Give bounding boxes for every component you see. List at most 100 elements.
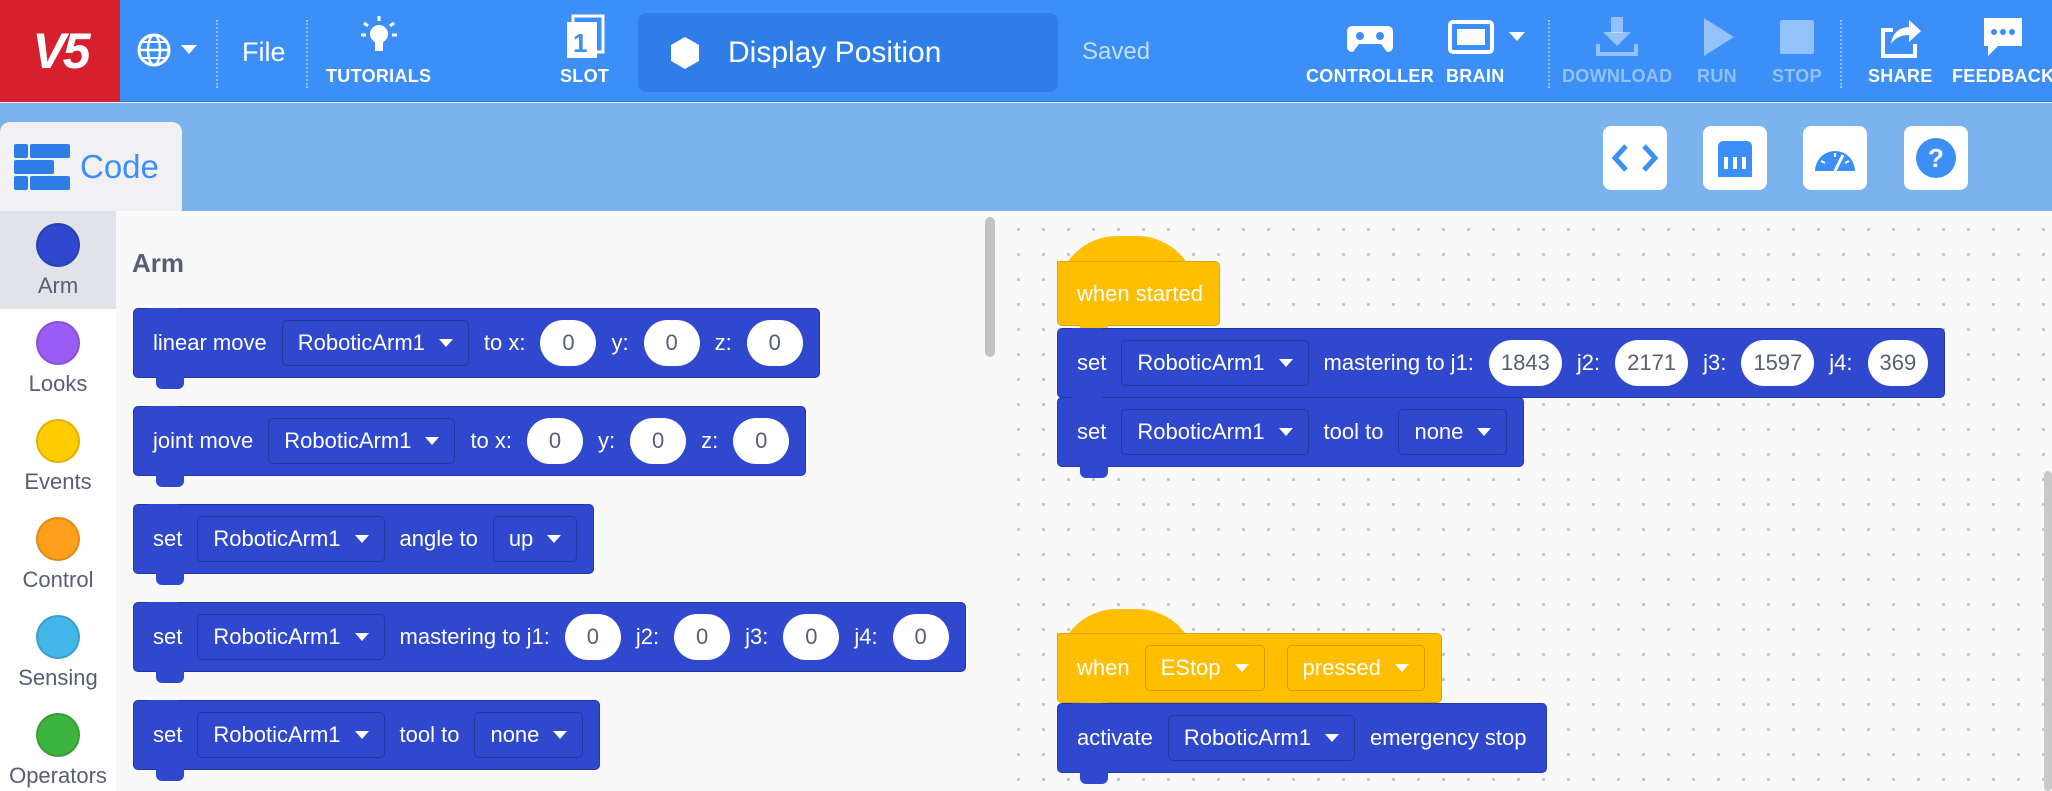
dropdown-caret-icon — [1324, 734, 1339, 742]
share-button[interactable]: SHARE — [1868, 14, 1933, 87]
j3-input[interactable]: 1597 — [1741, 340, 1815, 386]
category-arm[interactable]: Arm — [0, 211, 116, 309]
tool-dropdown[interactable]: none — [474, 712, 584, 758]
joint-move-block[interactable]: joint move RoboticArm1 to x: 0 y: 0 z: 0 — [133, 406, 807, 487]
arm-dropdown[interactable]: RoboticArm1 — [197, 614, 385, 660]
devices-button[interactable] — [1703, 126, 1767, 190]
share-icon — [1881, 20, 1922, 58]
controller-icon — [1347, 26, 1393, 52]
workspace-scrollbar[interactable] — [2044, 471, 2052, 791]
code-workspace[interactable]: when started set RoboticArm1 mastering t… — [1000, 211, 2052, 791]
arm-dropdown[interactable]: RoboticArm1 — [1167, 715, 1355, 761]
category-label: Arm — [37, 273, 79, 298]
slot-number: 1 — [573, 28, 588, 58]
dropdown-caret-icon — [354, 633, 369, 641]
chevron-down-icon — [1509, 32, 1525, 41]
chevron-down-icon — [181, 45, 197, 54]
block-label: set — [153, 722, 183, 747]
dropdown-caret-icon — [1477, 428, 1492, 436]
block-label: when started — [1077, 280, 1203, 306]
x-input[interactable]: 0 — [540, 320, 597, 366]
x-input[interactable]: 0 — [527, 418, 584, 464]
arm-dropdown[interactable]: RoboticArm1 — [197, 712, 385, 758]
j1-input[interactable]: 0 — [564, 614, 621, 660]
svg-text:?: ? — [1928, 143, 1944, 173]
dropdown-value: up — [508, 526, 534, 551]
block-text: j3: — [745, 624, 769, 649]
j3-input[interactable]: 0 — [783, 614, 840, 660]
angle-dropdown[interactable]: up — [492, 516, 578, 562]
category-control[interactable]: Control — [0, 505, 116, 603]
tutorials-label: TUTORIALS — [326, 66, 432, 86]
j1-input[interactable]: 1843 — [1488, 340, 1562, 386]
j2-input[interactable]: 0 — [674, 614, 731, 660]
tutorials-button[interactable]: TUTORIALS — [326, 14, 431, 87]
arm-color-dot — [36, 223, 80, 267]
feedback-button[interactable]: FEEDBACK — [1952, 14, 2052, 87]
block-text: to x: — [483, 330, 526, 355]
when-estop-pressed-block[interactable]: when EStop pressed — [1057, 633, 1442, 714]
stop-button[interactable]: STOP — [1772, 14, 1822, 87]
feedback-label: FEEDBACK — [1952, 66, 2052, 86]
dropdown-value: RoboticArm1 — [1137, 350, 1265, 375]
block-text: j2: — [1576, 350, 1601, 375]
dropdown-caret-icon — [354, 535, 369, 543]
j4-input[interactable]: 369 — [1867, 340, 1929, 386]
dropdown-value: RoboticArm1 — [297, 330, 425, 355]
block-text: z: — [714, 330, 732, 355]
palette-scrollbar[interactable] — [985, 217, 995, 357]
language-button[interactable] — [136, 32, 198, 68]
tool-dropdown[interactable]: none — [1398, 409, 1508, 455]
block-text: mastering to j1: — [1323, 350, 1474, 375]
project-title-box[interactable]: Display Position — [638, 13, 1058, 92]
file-menu[interactable]: File — [242, 37, 286, 67]
z-input[interactable]: 0 — [746, 320, 803, 366]
dashboard-button[interactable] — [1803, 126, 1867, 190]
estop-state-dropdown[interactable]: pressed — [1286, 645, 1425, 691]
stop-label: STOP — [1772, 66, 1822, 86]
block-text: mastering to j1: — [399, 624, 550, 649]
code-viewer-button[interactable] — [1603, 126, 1667, 190]
set-tool-block[interactable]: set RoboticArm1 tool to none — [1057, 397, 1525, 478]
brain-button[interactable]: BRAIN — [1446, 14, 1526, 87]
category-events[interactable]: Events — [0, 407, 116, 505]
slot-button[interactable]: 1 SLOT — [560, 14, 609, 87]
block-label: when — [1077, 655, 1130, 680]
block-text: tool to — [399, 722, 460, 747]
help-button[interactable]: ? — [1904, 126, 1968, 190]
arm-dropdown[interactable]: RoboticArm1 — [281, 320, 469, 366]
category-operators[interactable]: Operators — [0, 701, 116, 791]
block-palette: Arm linear move RoboticArm1 to x: 0 y: 0… — [116, 211, 1000, 791]
arm-dropdown[interactable]: RoboticArm1 — [1121, 340, 1309, 386]
block-text: y: — [598, 428, 616, 453]
set-mastering-block[interactable]: set RoboticArm1 mastering to j1: 0 j2: 0… — [133, 602, 966, 683]
arm-dropdown[interactable]: RoboticArm1 — [1121, 409, 1309, 455]
operators-color-dot — [36, 713, 80, 757]
download-button[interactable]: DOWNLOAD — [1562, 14, 1672, 87]
set-tool-block[interactable]: set RoboticArm1 tool to none — [133, 700, 601, 781]
category-sensing[interactable]: Sensing — [0, 603, 116, 701]
download-icon — [1596, 17, 1639, 56]
arm-dropdown[interactable]: RoboticArm1 — [197, 516, 385, 562]
when-started-block[interactable]: when started — [1057, 261, 1220, 337]
arm-dropdown[interactable]: RoboticArm1 — [268, 418, 456, 464]
linear-move-block[interactable]: linear move RoboticArm1 to x: 0 y: 0 z: … — [133, 308, 820, 389]
stop-icon — [1779, 20, 1814, 54]
activate-emergency-stop-block[interactable]: activate RoboticArm1 emergency stop — [1057, 703, 1547, 784]
y-input[interactable]: 0 — [630, 418, 687, 464]
tab-code[interactable]: Code — [0, 122, 182, 212]
vex-v5-logo: V5 — [0, 0, 120, 102]
j4-input[interactable]: 0 — [892, 614, 949, 660]
y-input[interactable]: 0 — [643, 320, 700, 366]
j2-input[interactable]: 2171 — [1615, 340, 1689, 386]
category-looks[interactable]: Looks — [0, 309, 116, 407]
set-angle-block[interactable]: set RoboticArm1 angle to up — [133, 504, 595, 585]
run-button[interactable]: RUN — [1694, 14, 1740, 87]
z-input[interactable]: 0 — [733, 418, 790, 464]
set-mastering-block[interactable]: set RoboticArm1 mastering to j1: 1843 j2… — [1057, 328, 1946, 409]
editor-toolbar: Code ? — [0, 103, 2052, 212]
controller-button[interactable]: CONTROLLER — [1306, 14, 1434, 87]
block-label: set — [153, 624, 183, 649]
divider — [216, 20, 218, 88]
estop-input-dropdown[interactable]: EStop — [1144, 645, 1265, 691]
